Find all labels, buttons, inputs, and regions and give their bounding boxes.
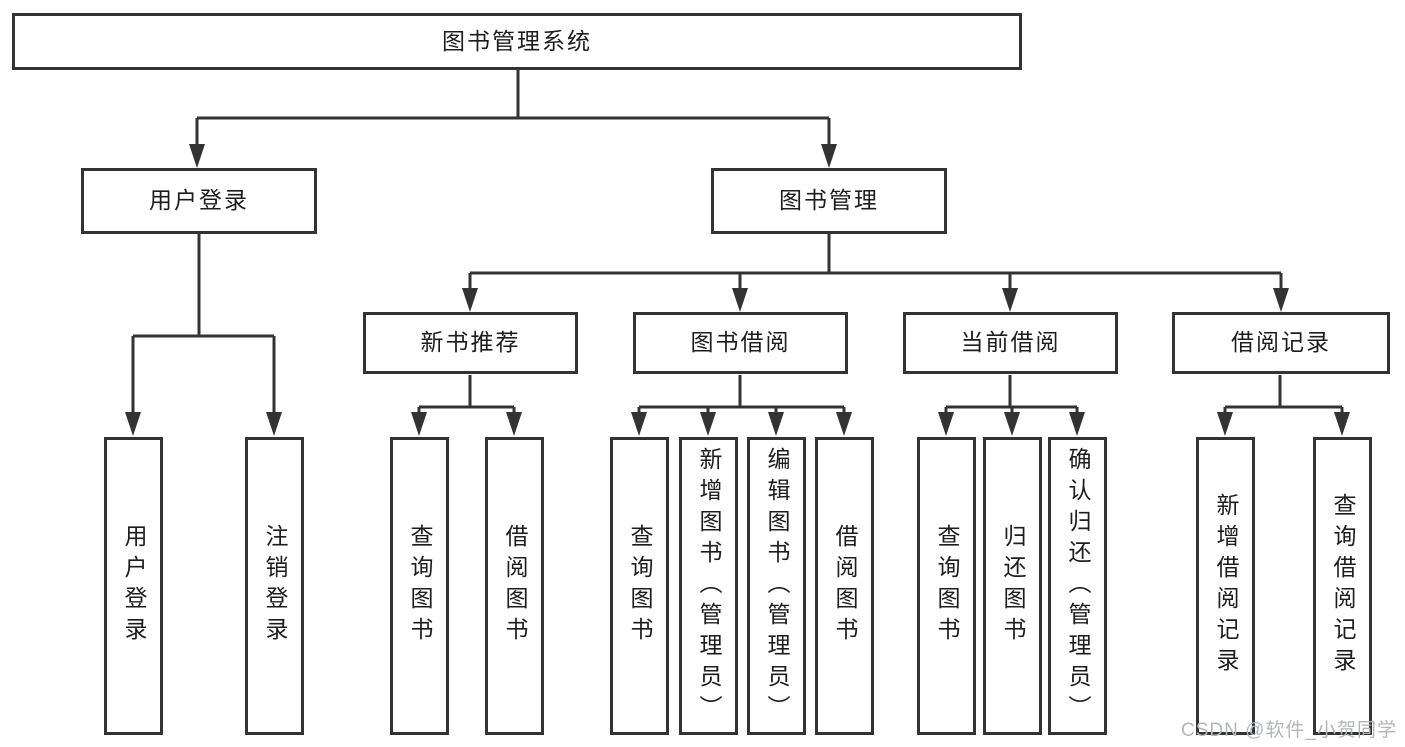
node-label: 图书借阅: [690, 329, 791, 356]
leaf-add-books-admin: 新增图书（管理员）: [679, 437, 738, 735]
connector-book-management-branch: [462, 234, 1289, 312]
arrowhead-down-icon: [506, 412, 522, 436]
node-label: 用户登录: [121, 524, 147, 648]
node-label: 注销登录: [262, 524, 288, 648]
arrowhead-down-icon: [836, 412, 852, 436]
node-library-system: 图书管理系统: [12, 13, 1022, 70]
node-label: 借阅图书: [502, 524, 528, 648]
node-label: 确认归还（管理员）: [1065, 446, 1091, 726]
node-label: 当前借阅: [960, 329, 1061, 356]
connector-borrow-records-branch: [1217, 375, 1350, 436]
csdn-watermark: CSDN @软件_小贺同学: [1181, 720, 1397, 741]
arrowhead-down-icon: [462, 288, 478, 312]
arrowhead-down-icon: [1217, 412, 1233, 436]
arrowhead-down-icon: [125, 412, 141, 436]
leaf-confirm-return-admin: 确认归还（管理员）: [1048, 437, 1107, 735]
node-borrow-records: 借阅记录: [1172, 312, 1390, 374]
node-label: 图书管理系统: [442, 27, 592, 54]
connector-root-to-level2: [189, 68, 837, 168]
node-label: 查询图书: [407, 524, 433, 648]
node-label: 新书推荐: [420, 329, 521, 356]
leaf-add-borrow-record: 新增借阅记录: [1196, 437, 1255, 735]
node-current-borrow: 当前借阅: [903, 312, 1118, 374]
node-label: 查询图书: [627, 524, 653, 648]
connector-user-login-branch: [125, 234, 282, 436]
leaf-query-borrow-record: 查询借阅记录: [1313, 437, 1372, 735]
arrowhead-down-icon: [732, 288, 748, 312]
arrowhead-down-icon: [266, 412, 282, 436]
node-user-login: 用户登录: [81, 168, 317, 234]
leaf-borrow-books-1: 借阅图书: [485, 437, 544, 735]
arrowhead-down-icon: [1069, 412, 1085, 436]
arrowhead-down-icon: [1273, 288, 1289, 312]
leaf-query-books-3: 查询图书: [917, 437, 976, 735]
node-new-book-recommend: 新书推荐: [363, 312, 578, 374]
node-book-borrow: 图书借阅: [633, 312, 848, 374]
arrowhead-down-icon: [821, 144, 837, 168]
node-book-management: 图书管理: [711, 168, 947, 234]
connector-new-book-branch: [411, 375, 522, 436]
arrowhead-down-icon: [411, 412, 427, 436]
arrowhead-down-icon: [631, 412, 647, 436]
leaf-borrow-books-2: 借阅图书: [815, 437, 874, 735]
node-label: 新增借阅记录: [1213, 493, 1239, 679]
arrowhead-down-icon: [938, 412, 954, 436]
arrowhead-down-icon: [1004, 412, 1020, 436]
leaf-user-login: 用户登录: [104, 437, 163, 735]
leaf-query-books-2: 查询图书: [610, 437, 669, 735]
connector-current-borrow-branch: [938, 375, 1085, 436]
node-label: 用户登录: [149, 187, 249, 214]
node-label: 查询图书: [934, 524, 960, 648]
arrowhead-down-icon: [1002, 288, 1018, 312]
leaf-edit-books-admin: 编辑图书（管理员）: [747, 437, 806, 735]
connector-book-borrow-branch: [631, 375, 852, 436]
leaf-logout: 注销登录: [245, 437, 304, 735]
node-label: 归还图书: [1000, 524, 1026, 648]
arrowhead-down-icon: [1334, 412, 1350, 436]
node-label: 查询借阅记录: [1330, 493, 1356, 679]
arrowhead-down-icon: [700, 412, 716, 436]
leaf-return-books: 归还图书: [983, 437, 1042, 735]
node-label: 新增图书（管理员）: [696, 446, 722, 726]
arrowhead-down-icon: [189, 144, 205, 168]
node-label: 借阅记录: [1231, 329, 1331, 356]
node-label: 编辑图书（管理员）: [764, 446, 790, 726]
node-label: 图书管理: [779, 187, 879, 214]
leaf-query-books-1: 查询图书: [390, 437, 449, 735]
arrowhead-down-icon: [768, 412, 784, 436]
node-label: 借阅图书: [832, 524, 858, 648]
